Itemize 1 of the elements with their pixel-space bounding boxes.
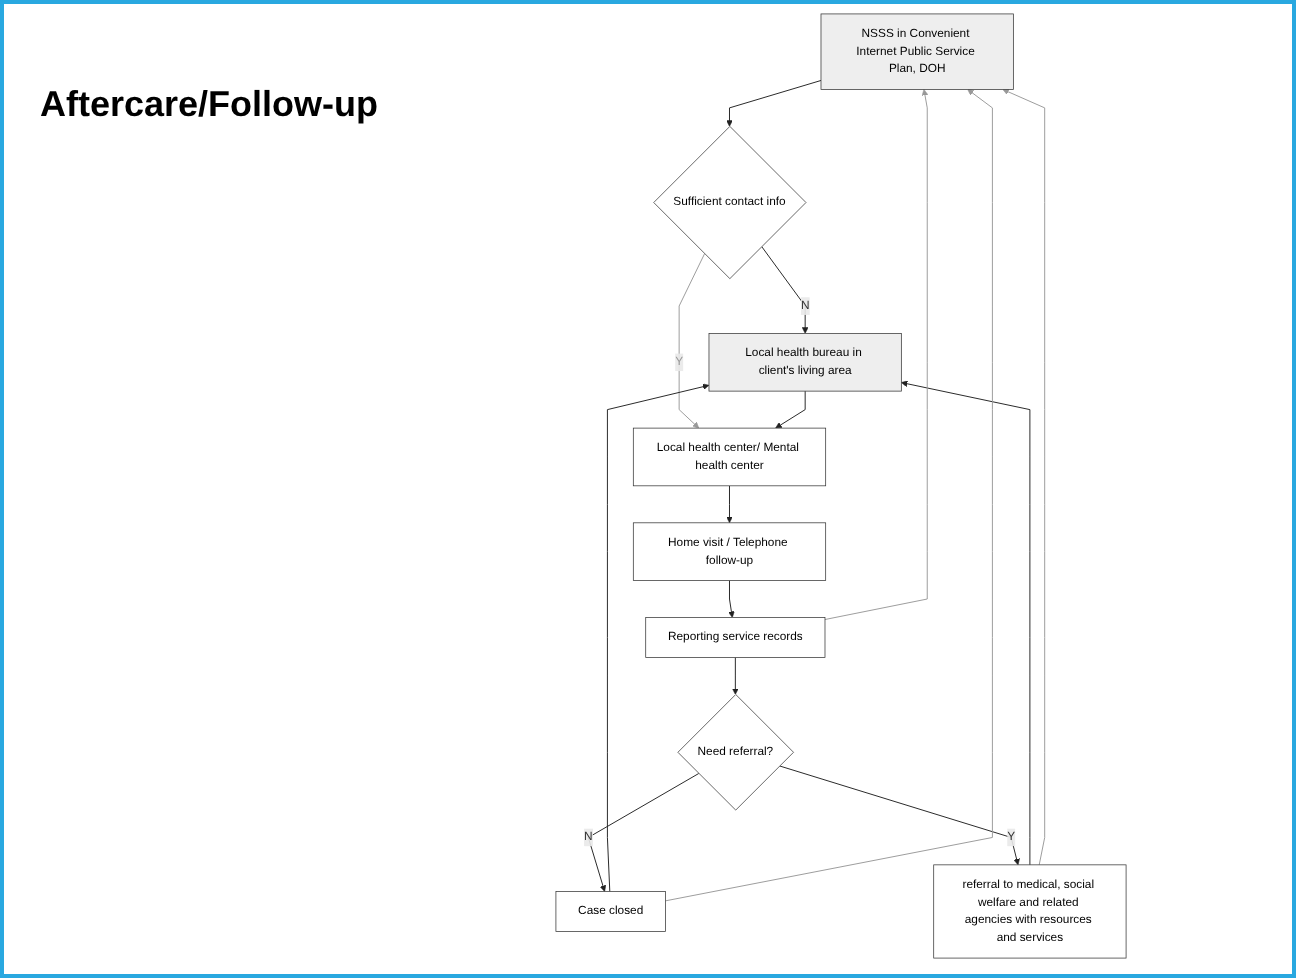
title: Aftercare/Follow-up [40,84,379,126]
